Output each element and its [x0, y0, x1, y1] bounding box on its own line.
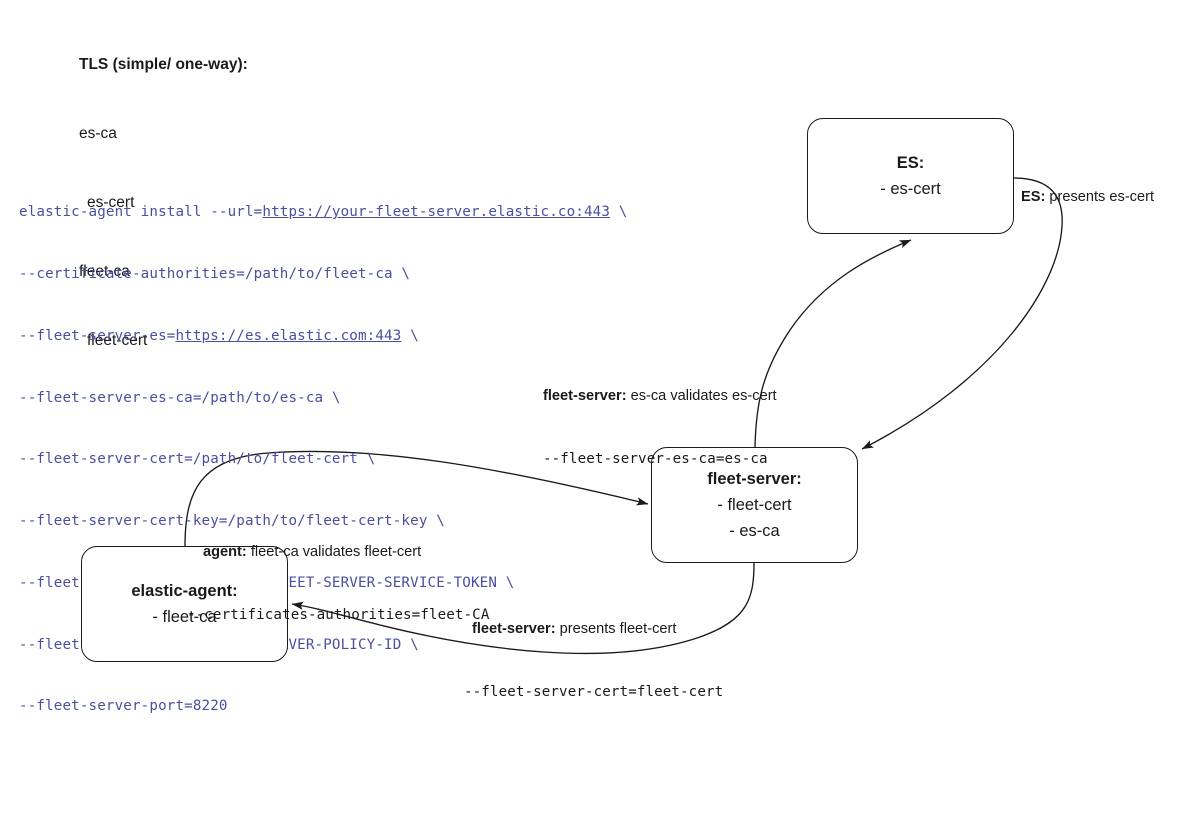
- node-es-title: ES:: [896, 154, 925, 172]
- edge-label-fs-presents-line-1: fleet-server: presents fleet-cert: [472, 619, 723, 640]
- es-url-link[interactable]: https://es.elastic.com:443: [175, 327, 402, 344]
- edge-label-agent-validates-text: fleet-ca validates fleet-cert: [246, 544, 422, 560]
- edge-label-fs-validates-actor: fleet-server:: [543, 388, 627, 404]
- node-fleet-server[interactable]: fleet-server: - fleet-cert - es-ca: [651, 447, 858, 563]
- edge-label-es-presents-line-1: ES: presents es-cert: [1021, 187, 1154, 208]
- node-es[interactable]: ES: - es-cert: [807, 118, 1014, 234]
- node-elastic-agent-title: elastic-agent:: [131, 582, 238, 600]
- edge-fleet-server-to-es: [754, 239, 912, 448]
- legend-item-es-ca: es-ca: [79, 125, 117, 142]
- legend-item-fleet-ca: fleet-ca: [79, 263, 130, 280]
- command-line-6: --fleet-server-cert-key=/path/to/fleet-c…: [19, 513, 445, 530]
- command-line-9: --fleet-server-port=8220: [19, 698, 228, 715]
- node-elastic-agent[interactable]: elastic-agent: - fleet-ca: [81, 546, 288, 662]
- edge-label-agent-validates: agent: fleet-ca validates fleet-cert --c…: [187, 500, 489, 668]
- legend-item-es-cert: es-cert: [87, 194, 135, 211]
- edge-label-fs-presents-text: presents fleet-cert: [555, 621, 677, 637]
- edge-label-fs-presents-actor: fleet-server:: [472, 621, 556, 637]
- edge-label-fs-presents-flag: --fleet-server-cert=fleet-cert: [464, 684, 724, 700]
- legend-title: TLS (simple/ one-way):: [79, 56, 248, 73]
- edge-label-fs-validates-flag: --fleet-server-es-ca=es-ca: [543, 451, 768, 467]
- command-line-3: --fleet-server-es=https://es.elastic.com…: [19, 327, 419, 344]
- node-fleet-server-line-1: - fleet-cert: [717, 496, 792, 514]
- edge-label-fleet-server-validates: fleet-server: es-ca validates es-cert --…: [543, 344, 777, 512]
- install-command-block: elastic-agent install --url=https://your…: [19, 161, 627, 758]
- node-es-line-1: - es-cert: [880, 180, 941, 198]
- command-line-1: elastic-agent install --url=https://your…: [19, 204, 628, 221]
- edge-label-es-presents-text: presents es-cert: [1045, 189, 1155, 205]
- node-elastic-agent-line-1: - fleet-ca: [152, 608, 217, 626]
- edge-label-fs-validates-text: es-ca validates es-cert: [626, 388, 777, 404]
- command-line-4: --fleet-server-es-ca=/path/to/es-ca \: [19, 389, 341, 406]
- edge-label-agent-validates-line-1: agent: fleet-ca validates fleet-cert: [203, 542, 489, 563]
- edge-label-fleet-server-presents: fleet-server: presents fleet-cert --flee…: [464, 577, 723, 745]
- edge-label-agent-validates-flag: --certificates-authorities=fleet-CA: [187, 607, 490, 623]
- command-line-5: --fleet-server-cert=/path/to/fleet-cert …: [19, 451, 376, 468]
- command-line-2: --certificate-authorities=/path/to/fleet…: [19, 265, 411, 282]
- edge-label-es-presents: ES: presents es-cert: [1021, 145, 1154, 250]
- fleet-server-url-link[interactable]: https://your-fleet-server.elastic.co:443: [262, 204, 611, 221]
- legend-item-fleet-cert: fleet-cert: [87, 332, 148, 349]
- edge-label-fs-validates-line-1: fleet-server: es-ca validates es-cert: [543, 386, 777, 407]
- tls-legend: TLS (simple/ one-way): es-ca es-cert fle…: [79, 7, 248, 398]
- edge-label-es-presents-actor: ES:: [1021, 189, 1046, 205]
- edge-label-agent-validates-actor: agent:: [203, 544, 247, 560]
- node-fleet-server-title: fleet-server:: [707, 470, 802, 488]
- node-fleet-server-line-2: - es-ca: [729, 522, 780, 540]
